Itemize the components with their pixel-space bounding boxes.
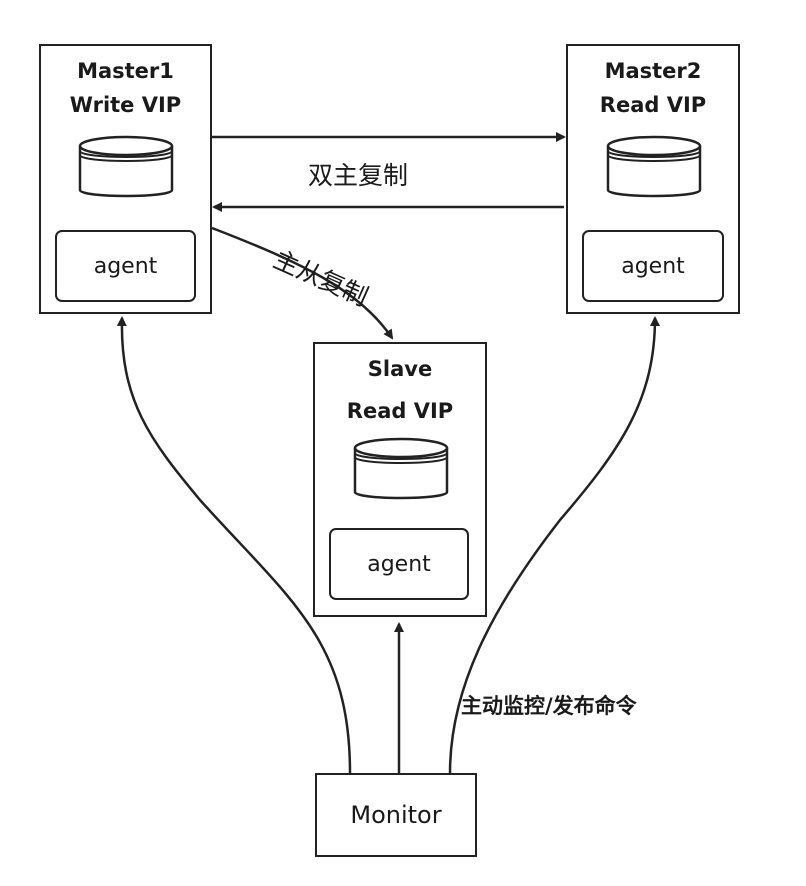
database-icon: [606, 135, 702, 198]
arrow-monitor-to-master1: [116, 316, 352, 774]
master2-name: Master2: [604, 59, 702, 83]
database-icon: [78, 135, 174, 198]
master1-node[interactable]: Master1 Write VIP agent: [39, 44, 212, 314]
slave-name: Slave: [367, 357, 433, 381]
master1-name: Master1: [77, 59, 174, 83]
arrow-monitor-to-master2: [448, 316, 660, 774]
dual-master-replication-label: 双主复制: [308, 161, 409, 190]
master2-agent[interactable]: agent: [582, 230, 724, 302]
database-icon: [353, 437, 449, 500]
slave-agent[interactable]: agent: [329, 528, 469, 600]
master1-vip-label: Write VIP: [69, 93, 182, 117]
arrow-master1-to-slave: [211, 226, 394, 340]
slave-node[interactable]: Slave Read VIP agent: [313, 342, 487, 617]
slave-vip-label: Read VIP: [346, 399, 454, 423]
master1-agent[interactable]: agent: [55, 230, 196, 302]
master2-vip-label: Read VIP: [599, 93, 707, 117]
monitor-control-label: 主动监控/发布命令: [461, 694, 637, 718]
monitor-node[interactable]: Monitor: [315, 773, 477, 857]
master2-node[interactable]: Master2 Read VIP agent: [566, 44, 740, 314]
